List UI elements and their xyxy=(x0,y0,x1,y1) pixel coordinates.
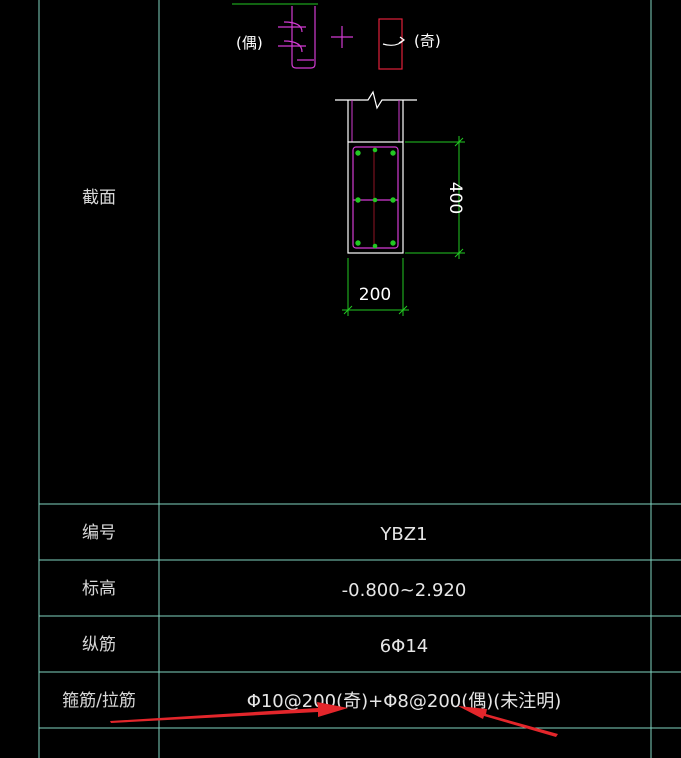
even-stirrup-symbol xyxy=(278,6,316,69)
width-label: 200 xyxy=(359,285,391,305)
plus-sign xyxy=(331,26,353,48)
column-section: 400 200 xyxy=(335,90,465,316)
section-label: 截面 xyxy=(82,188,116,208)
annotation-arrows xyxy=(110,702,558,737)
row-value-elevation: -0.800~2.920 xyxy=(342,580,467,601)
row-label-stirrups: 箍筋/拉筋 xyxy=(62,691,136,711)
row-value-stirrups: Φ10@200(奇)+Φ8@200(偶)(未注明) xyxy=(247,691,562,712)
height-label: 400 xyxy=(445,182,465,214)
odd-marker: (奇) xyxy=(414,32,441,50)
row-label-elevation: 标高 xyxy=(82,579,116,599)
arrow-right xyxy=(458,706,558,737)
height-dimension xyxy=(405,136,465,259)
row-value-longitudinal: 6Φ14 xyxy=(380,636,429,657)
row-label-id: 编号 xyxy=(82,523,116,543)
odd-hoop-symbol xyxy=(378,18,406,70)
width-dimension xyxy=(342,258,409,316)
even-marker: (偶) xyxy=(236,34,263,52)
stirrup-legend: (偶) (奇) xyxy=(232,3,441,70)
arrow-left xyxy=(110,702,348,723)
table-grid xyxy=(38,0,681,758)
row-label-longitudinal: 纵筋 xyxy=(82,635,116,655)
longitudinal-bars xyxy=(355,147,396,249)
row-value-id: YBZ1 xyxy=(379,524,427,545)
